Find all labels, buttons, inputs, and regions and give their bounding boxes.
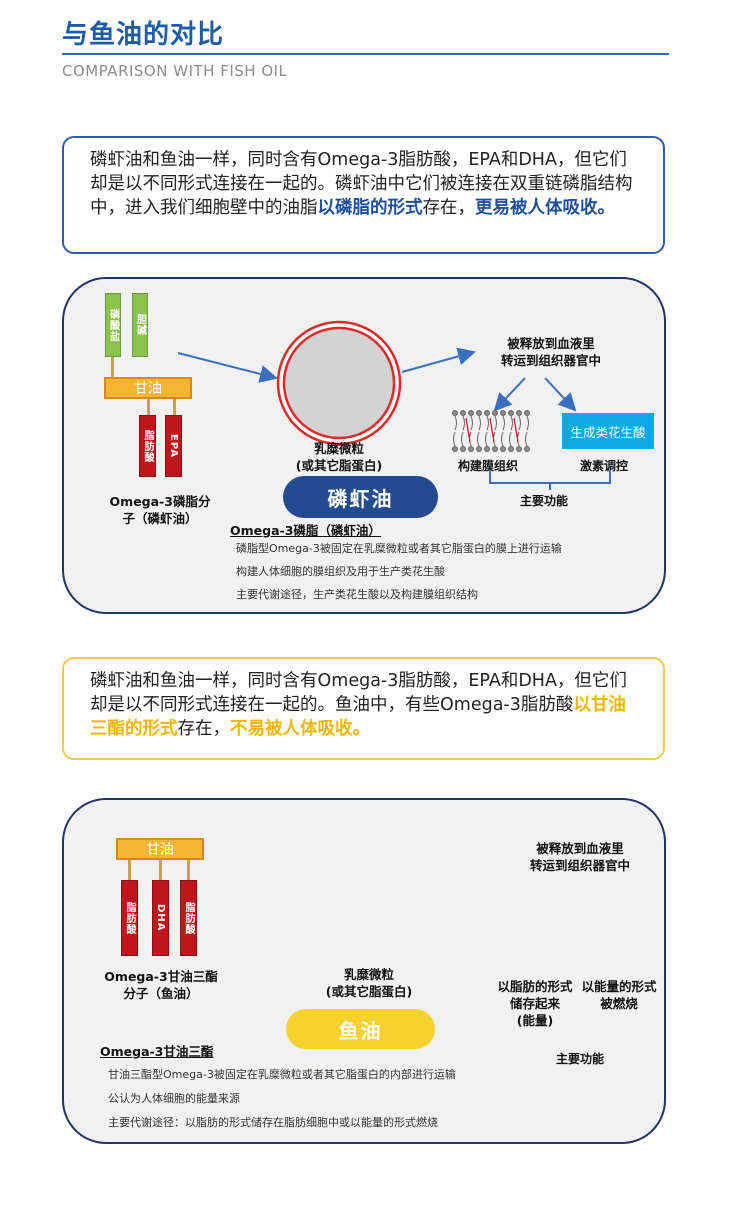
page-title: 与鱼油的对比 <box>62 20 225 50</box>
fish-note-1: 甘油三酯型Omega-3被固定在乳糜微粒或者其它脂蛋白的内部进行运输 <box>108 1068 456 1081</box>
fish-fatty-acid-bar-2: 脂肪酸 <box>180 880 197 956</box>
fish-chylomicron-caption: 乳糜微粒 (或其它脂蛋白) <box>325 967 413 999</box>
title-divider <box>62 53 669 55</box>
fa2-link <box>173 399 176 415</box>
fa1-link <box>147 399 150 415</box>
krill-note-1: 磷脂型Omega-3被固定在乳糜微粒或者其它脂蛋白的膜上进行运输 <box>236 542 562 555</box>
krill-arrow-to-membrane <box>493 377 526 412</box>
krill-notes-title: Omega-3磷脂（磷虾油） <box>230 523 381 538</box>
krill-oil-description-box: 磷虾油和鱼油一样，同时含有Omega-3脂肪酸，EPA和DHA，但它们却是以不同… <box>62 136 665 254</box>
krill-text-part2: 存在， <box>422 198 476 218</box>
fish-fatty-acid-bar-1: 脂肪酸 <box>121 880 138 956</box>
krill-epa-bar: EPA <box>165 415 182 477</box>
fish-molecule-caption: Omega-3甘油三酯 分子（鱼油） <box>104 969 218 1001</box>
fish-text-highlight-triglyceride: 以甘油三酯的形式 <box>90 695 626 739</box>
membrane-caption: 构建膜组织 <box>458 459 519 473</box>
krill-molecule-caption: Omega-3磷脂分 子（磷虾油） <box>109 494 211 526</box>
choline-bar: 胆碱 <box>132 293 148 357</box>
fish-fa2-link <box>159 860 162 880</box>
fish-glycerol-bar: 甘油 <box>116 838 204 860</box>
fish-notes-title: Omega-3甘油三酯 <box>100 1044 214 1059</box>
fat-storage-caption: 以脂肪的形式 储存起来 (能量) <box>497 979 573 1028</box>
eicosanoid-box: 生成类花生酸 <box>562 413 654 449</box>
page-subtitle: COMPARISON WITH FISH OIL <box>62 62 288 80</box>
fish-text-highlight-absorb: 不易被人体吸收。 <box>230 719 370 739</box>
krill-arrow-to-chylomicron <box>177 352 278 383</box>
krill-note-3: 主要代谢途径，生产类花生酸以及构建膜组织结构 <box>236 588 478 601</box>
fish-text-part2: 存在， <box>177 719 231 739</box>
energy-burn-caption: 以能量的形式 被燃烧 <box>581 979 657 1011</box>
hormone-caption: 激素调控 <box>580 459 629 473</box>
phosphate-bar: 磷酸盐 <box>105 293 121 357</box>
krill-arrow-to-blood <box>401 347 476 373</box>
fish-text-part1: 磷虾油和鱼油一样，同时含有Omega-3脂肪酸，EPA和DHA，但它们却是以不同… <box>90 671 627 715</box>
krill-text-part1: 磷虾油和鱼油一样，同时含有Omega-3脂肪酸，EPA和DHA，但它们却是以不同… <box>90 150 633 218</box>
krill-chylomicron <box>282 326 396 440</box>
krill-text-highlight-absorb: 更易被人体吸收。 <box>475 198 615 218</box>
krill-glycerol-bar: 甘油 <box>104 377 192 399</box>
membrane-bilayer-icon <box>452 410 530 452</box>
fish-note-3: 主要代谢途径：以脂肪的形式储存在脂肪细胞中或以能量的形式燃烧 <box>108 1116 438 1129</box>
krill-arrow-to-eicosanoid <box>544 377 577 412</box>
fish-note-2: 公认为人体细胞的能量来源 <box>108 1092 240 1105</box>
krill-text-highlight-phospholipid: 以磷脂的形式 <box>317 198 423 218</box>
fish-main-function: 主要功能 <box>556 1052 605 1066</box>
fish-fa3-link <box>187 860 190 880</box>
krill-chylomicron-caption: 乳糜微粒 (或其它脂蛋白) <box>295 441 383 473</box>
fish-fa1-link <box>128 860 131 880</box>
krill-main-function: 主要功能 <box>520 494 569 508</box>
fish-dha-bar: DHA <box>152 880 169 956</box>
fish-oil-label: 鱼油 <box>286 1009 435 1049</box>
krill-release-caption: 被释放到血液里 转运到组织器官中 <box>500 336 601 368</box>
fish-release-caption: 被释放到血液里 转运到组织器官中 <box>529 841 630 873</box>
phosphate-link <box>111 357 114 379</box>
krill-note-2: 构建人体细胞的膜组织及用于生产类花生酸 <box>236 565 445 578</box>
fish-oil-description-box: 磷虾油和鱼油一样，同时含有Omega-3脂肪酸，EPA和DHA，但它们却是以不同… <box>62 657 665 760</box>
krill-fatty-acid-bar: 脂肪酸 <box>139 415 156 477</box>
krill-oil-label: 磷虾油 <box>283 476 438 518</box>
